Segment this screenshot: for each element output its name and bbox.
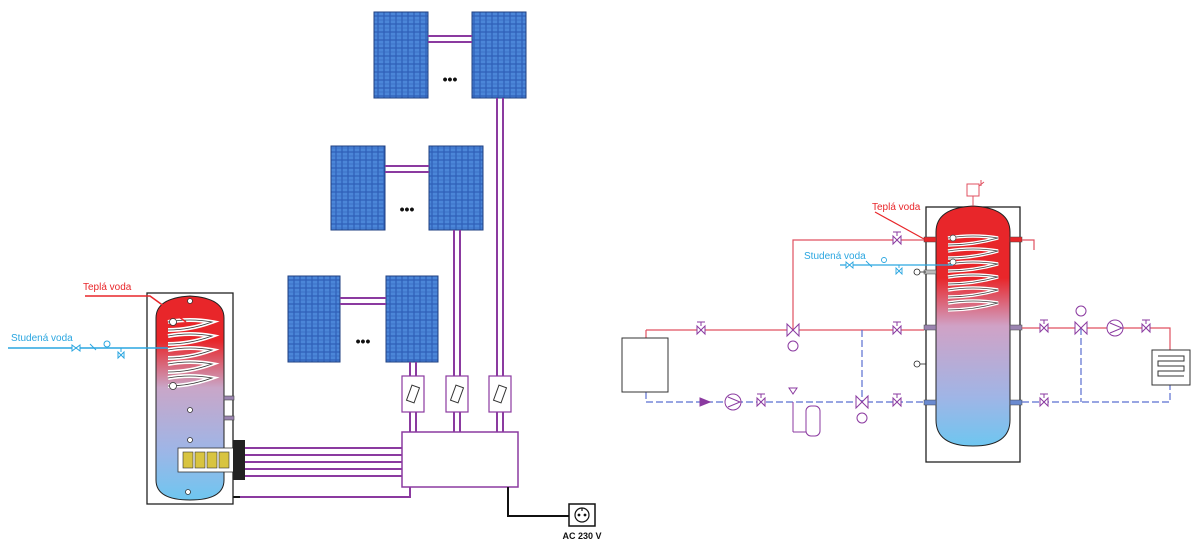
hot-water-pipe <box>85 295 187 323</box>
ellipsis-row-1: ••• <box>443 71 458 87</box>
cold-water-label: Studená voda <box>11 333 73 344</box>
return-pipes <box>645 328 1171 403</box>
pv-row-3: ••• <box>287 275 439 363</box>
pv-panel <box>287 275 341 363</box>
fuse-boxes <box>401 375 512 413</box>
sensor-port <box>187 407 193 413</box>
valve-icon <box>756 393 1049 408</box>
thermometer-icon <box>913 268 926 368</box>
pv-panel <box>373 11 429 99</box>
consumer-box <box>621 337 669 393</box>
pv-panel <box>428 145 484 231</box>
valve-icon <box>845 257 903 276</box>
hot-water-label: Teplá voda <box>872 202 921 213</box>
cold-water-label: Studená voda <box>804 251 866 262</box>
electric-heater <box>177 440 245 480</box>
heater-wiring <box>232 447 411 498</box>
pv-row-2: ••• <box>330 145 484 231</box>
pv-panel <box>471 11 527 99</box>
controller-box <box>401 431 519 488</box>
left-diagram: ••• ••• ••• <box>8 11 602 541</box>
supply-pipes <box>645 239 1171 350</box>
pv-panel <box>330 145 386 231</box>
socket-label: AC 230 V <box>562 531 601 541</box>
mixing-valve-icon <box>786 305 1088 424</box>
power-line <box>507 487 570 517</box>
valve-icon <box>696 231 1151 336</box>
socket-icon <box>568 503 596 527</box>
pv-row-1: ••• <box>373 11 527 99</box>
fuse-icon <box>488 375 512 413</box>
ellipsis-row-3: ••• <box>356 333 371 349</box>
valve-icon <box>71 340 125 360</box>
sensor-port <box>187 437 193 443</box>
ellipsis-row-2: ••• <box>400 201 415 217</box>
sensor-port <box>185 489 191 495</box>
sensor-port <box>187 298 193 304</box>
hot-water-label: Teplá voda <box>83 282 132 293</box>
hot-water-pipe <box>874 211 925 240</box>
radiator-icon <box>1151 349 1191 386</box>
fuse-icon <box>401 375 425 413</box>
pump-icon <box>724 319 1124 411</box>
right-diagram: Teplá voda Studená voda <box>621 180 1191 463</box>
pv-panel <box>385 275 439 363</box>
dc-wiring <box>409 98 504 432</box>
fuse-icon <box>445 375 469 413</box>
check-valve-icon <box>699 397 712 407</box>
air-vent-icon <box>966 180 985 206</box>
expansion-vessel-icon <box>788 387 821 437</box>
